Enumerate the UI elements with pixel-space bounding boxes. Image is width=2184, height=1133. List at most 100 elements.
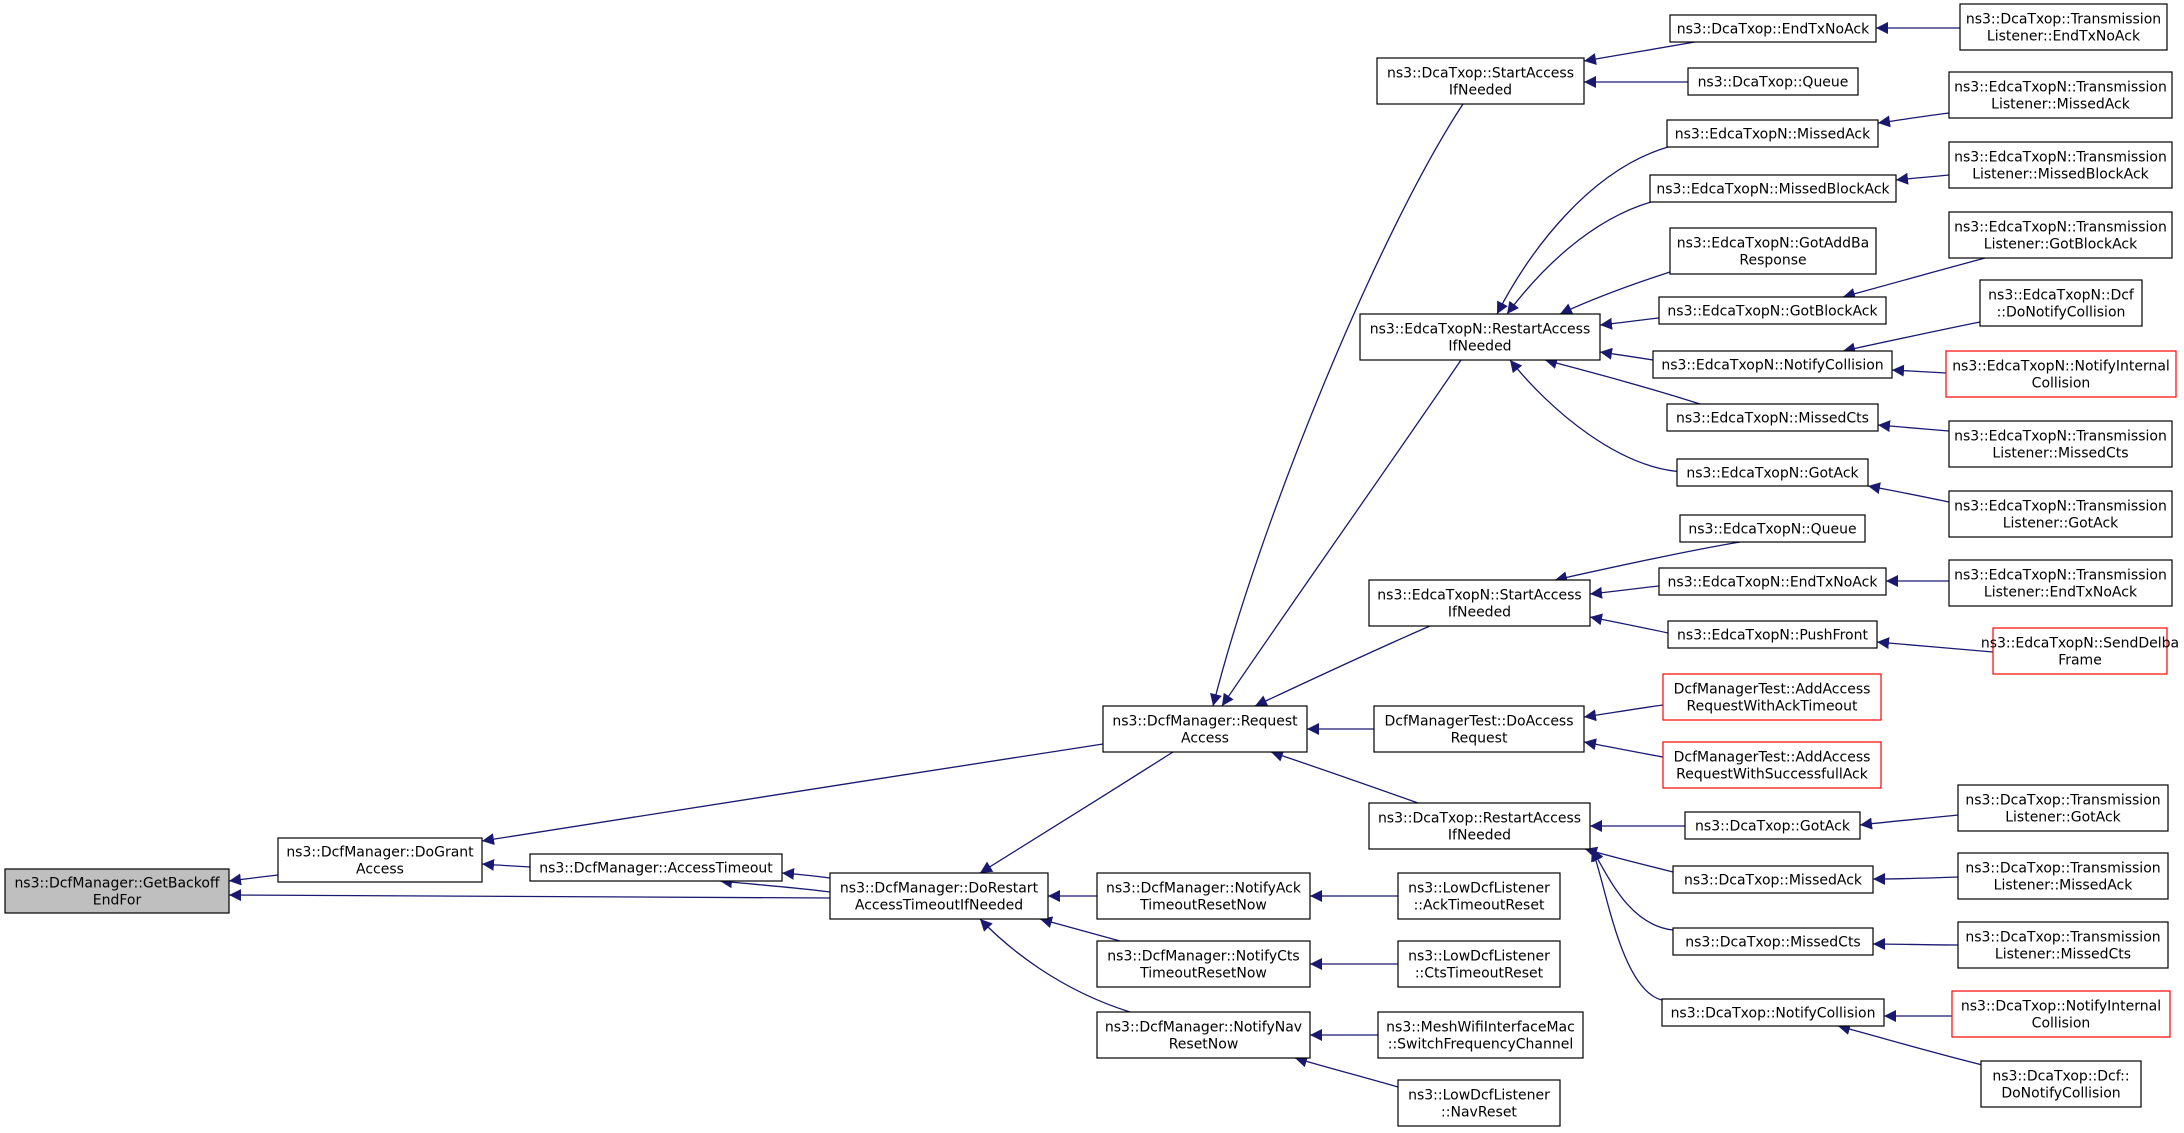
node-box bbox=[1368, 579, 1591, 627]
node-label-line: ::CtsTimeoutReset bbox=[1415, 966, 1544, 982]
node-label-line: ns3::DcaTxop::MissedAck bbox=[1684, 873, 1863, 889]
graph-node-ldl_nav[interactable]: ns3::LowDcfListener::NavReset bbox=[1397, 1079, 1561, 1127]
graph-node-dcftest_succack[interactable]: DcfManagerTest::AddAccessRequestWithSucc… bbox=[1662, 741, 1882, 789]
graph-node-notifycts[interactable]: ns3::DcfManager::NotifyCtsTimeoutResetNo… bbox=[1096, 940, 1311, 988]
graph-node-dcftest_ackto[interactable]: DcfManagerTest::AddAccessRequestWithAckT… bbox=[1662, 673, 1882, 721]
node-box bbox=[1672, 865, 1874, 894]
node-label-line: ResetNow bbox=[1169, 1037, 1239, 1053]
graph-node-edca_dcf_donotify[interactable]: ns3::EdcaTxopN::Dcf::DoNotifyCollision bbox=[1979, 279, 2143, 327]
graph-node-tl_dca_gotack[interactable]: ns3::DcaTxop::TransmissionListener::GotA… bbox=[1957, 784, 2169, 832]
call-edge-notifynav-to-dorestart bbox=[979, 918, 1131, 1013]
node-label-line: ns3::EdcaTxopN::StartAccess bbox=[1377, 588, 1581, 604]
node-box bbox=[1672, 927, 1874, 956]
graph-node-dca_notifycoll[interactable]: ns3::DcaTxop::NotifyCollision bbox=[1661, 998, 1885, 1027]
node-label-line: ns3::EdcaTxopN::Transmission bbox=[1954, 80, 2167, 96]
node-label-line: ns3::LowDcfListener bbox=[1408, 1088, 1550, 1104]
node-label-line: ns3::EdcaTxopN::NotifyCollision bbox=[1661, 358, 1883, 374]
graph-node-tl_dca_endtx[interactable]: ns3::DcaTxop::TransmissionListener::EndT… bbox=[1959, 3, 2168, 51]
graph-node-edca_missedack[interactable]: ns3::EdcaTxopN::MissedAck bbox=[1666, 119, 1879, 148]
node-label-line: ns3::DcaTxop::NotifyInternal bbox=[1961, 999, 2161, 1015]
graph-node-tl_dca_missedack[interactable]: ns3::DcaTxop::TransmissionListener::Miss… bbox=[1957, 852, 2169, 900]
node-label-line: ::NavReset bbox=[1441, 1105, 1517, 1121]
graph-node-edca_gotack[interactable]: ns3::EdcaTxopN::GotAck bbox=[1676, 458, 1869, 487]
node-box bbox=[1102, 705, 1308, 753]
node-label-line: ns3::EdcaTxopN::Transmission bbox=[1954, 429, 2167, 445]
node-label-line: ns3::LowDcfListener bbox=[1408, 881, 1550, 897]
call-edge-accesstimeout-to-dogrant bbox=[481, 858, 531, 871]
graph-node-ldl_ack[interactable]: ns3::LowDcfListener::AckTimeoutReset bbox=[1397, 872, 1561, 920]
call-edge-tl_edca_gotack-to-edca_gotack bbox=[1867, 482, 1950, 503]
node-label-line: IfNeeded bbox=[1448, 605, 1511, 621]
graph-node-dca_gotack[interactable]: ns3::DcaTxop::GotAck bbox=[1684, 811, 1861, 840]
node-label-line: ns3::EdcaTxopN::MissedCts bbox=[1676, 411, 1869, 427]
graph-node-dca_dcf_donotify[interactable]: ns3::DcaTxop::Dcf::DoNotifyCollision bbox=[1980, 1060, 2142, 1108]
graph-node-dca_endtx[interactable]: ns3::DcaTxop::EndTxNoAck bbox=[1669, 14, 1877, 43]
graph-node-dca_missedack[interactable]: ns3::DcaTxop::MissedAck bbox=[1672, 865, 1874, 894]
graph-node-tl_edca_gotblock[interactable]: ns3::EdcaTxopN::TransmissionListener::Go… bbox=[1948, 211, 2173, 259]
graph-node-edca_gotblock[interactable]: ns3::EdcaTxopN::GotBlockAck bbox=[1658, 296, 1887, 325]
graph-node-ldl_cts[interactable]: ns3::LowDcfListener::CtsTimeoutReset bbox=[1397, 940, 1561, 988]
call-edge-edca_gotaddba-to-edca_restart bbox=[1559, 271, 1671, 315]
node-label-line: DcfManagerTest::AddAccess bbox=[1674, 682, 1871, 698]
node-box bbox=[1679, 514, 1866, 543]
node-label-line: Listener::GotAck bbox=[2005, 810, 2121, 826]
node-label-line: ns3::LowDcfListener bbox=[1408, 949, 1550, 965]
node-box bbox=[1948, 420, 2173, 468]
node-label-line: TimeoutResetNow bbox=[1139, 898, 1267, 914]
graph-node-tl_dca_missedcts[interactable]: ns3::DcaTxop::TransmissionListener::Miss… bbox=[1957, 921, 2169, 969]
call-edge-tl_edca_missedblock-to-edca_missedblock bbox=[1895, 172, 1950, 185]
graph-node-accesstimeout[interactable]: ns3::DcfManager::AccessTimeout bbox=[529, 853, 783, 882]
node-box bbox=[1096, 940, 1311, 988]
node-box bbox=[1980, 1060, 2142, 1108]
call-edge-dca_restart-to-requestaccess bbox=[1270, 750, 1419, 804]
node-label-line: ns3::EdcaTxopN::GotBlockAck bbox=[1667, 304, 1878, 320]
node-label-line: RequestWithAckTimeout bbox=[1687, 699, 1858, 715]
node-box bbox=[1948, 141, 2173, 189]
graph-node-dca_missedcts[interactable]: ns3::DcaTxop::MissedCts bbox=[1672, 927, 1874, 956]
node-label-line: Listener::EndTxNoAck bbox=[1987, 29, 2141, 45]
call-edge-edca_gotack-to-edca_restart bbox=[1509, 359, 1687, 473]
graph-node-tl_edca_missedcts[interactable]: ns3::EdcaTxopN::TransmissionListener::Mi… bbox=[1948, 420, 2173, 468]
call-edge-dorestart-to-getbackoff bbox=[228, 889, 831, 902]
call-edge-dcftest_ackto-to-dcftest_doaccess bbox=[1583, 704, 1664, 722]
graph-node-edca_queue[interactable]: ns3::EdcaTxopN::Queue bbox=[1679, 514, 1866, 543]
graph-node-tl_edca_missedblock[interactable]: ns3::EdcaTxopN::TransmissionListener::Mi… bbox=[1948, 141, 2173, 189]
graph-node-tl_edca_endtx[interactable]: ns3::EdcaTxopN::TransmissionListener::En… bbox=[1948, 559, 2173, 607]
graph-node-edca_pushfront[interactable]: ns3::EdcaTxopN::PushFront bbox=[1667, 620, 1878, 649]
node-label-line: ns3::DcaTxop::NotifyCollision bbox=[1671, 1006, 1876, 1022]
node-box bbox=[1658, 296, 1887, 325]
graph-node-edca_endtx[interactable]: ns3::EdcaTxopN::EndTxNoAck bbox=[1658, 567, 1887, 596]
node-label-line: ns3::DcaTxop::RestartAccess bbox=[1378, 811, 1581, 827]
node-label-line: ns3::DcfManager::NotifyCts bbox=[1107, 949, 1299, 965]
node-label-line: ns3::DcaTxop::Queue bbox=[1698, 75, 1849, 91]
graph-node-edca_notifycoll[interactable]: ns3::EdcaTxopN::NotifyCollision bbox=[1652, 350, 1893, 379]
node-label-line: ns3::DcfManager::Request bbox=[1112, 714, 1298, 730]
graph-node-dca_queue[interactable]: ns3::DcaTxop::Queue bbox=[1687, 67, 1859, 96]
call-edge-dca_start-to-requestaccess bbox=[1210, 103, 1464, 707]
node-box bbox=[529, 853, 783, 882]
node-layer: ns3::DcfManager::GetBackoffEndForns3::Dc… bbox=[4, 3, 2179, 1127]
node-label-line: ns3::DcfManager::NotifyAck bbox=[1106, 881, 1302, 897]
graph-node-dorestart[interactable]: ns3::DcfManager::DoRestartAccessTimeoutI… bbox=[829, 872, 1049, 920]
node-label-line: Response bbox=[1739, 253, 1806, 269]
graph-node-notifyack[interactable]: ns3::DcfManager::NotifyAckTimeoutResetNo… bbox=[1096, 872, 1311, 920]
graph-node-mesh_switch[interactable]: ns3::MeshWifiInterfaceMac::SwitchFrequen… bbox=[1377, 1011, 1584, 1059]
graph-node-tl_edca_gotack[interactable]: ns3::EdcaTxopN::TransmissionListener::Go… bbox=[1948, 490, 2173, 538]
graph-node-edca_missedcts[interactable]: ns3::EdcaTxopN::MissedCts bbox=[1666, 403, 1879, 432]
graph-node-tl_edca_missedack[interactable]: ns3::EdcaTxopN::TransmissionListener::Mi… bbox=[1948, 71, 2173, 119]
graph-node-edca_missedblock[interactable]: ns3::EdcaTxopN::MissedBlockAck bbox=[1649, 174, 1897, 203]
node-label-line: ns3::EdcaTxopN::GotAck bbox=[1686, 466, 1859, 482]
node-label-line: ns3::EdcaTxopN::RestartAccess bbox=[1370, 322, 1591, 338]
